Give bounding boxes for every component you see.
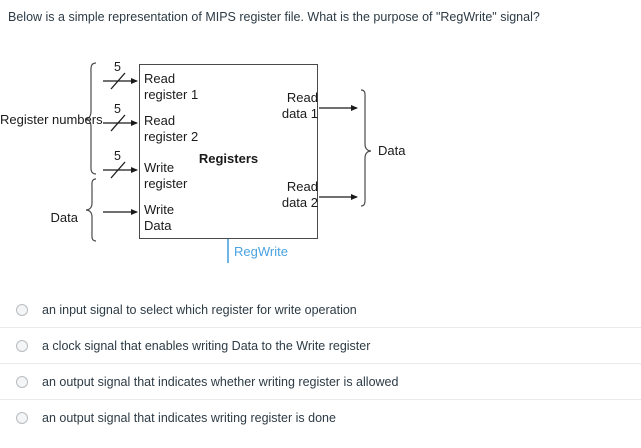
radio-button-icon-1[interactable]	[16, 303, 28, 316]
port-write-data-line1: Write	[144, 202, 175, 217]
label-register-numbers: Register numbers	[0, 112, 103, 127]
port-write-data-line2: Data	[144, 218, 172, 233]
answer-option-3-label: an output signal that indicates whether …	[42, 374, 399, 389]
answer-option-1[interactable]: an input signal to select which register…	[0, 292, 641, 328]
port-read-register-1-line1: Read	[144, 71, 176, 86]
port-read-register-1-line2: register 1	[144, 87, 199, 102]
bus-width-read-register-1: 5	[114, 60, 121, 74]
port-read-data-2-line1: Read	[286, 179, 318, 194]
answer-option-3[interactable]: an output signal that indicates whether …	[0, 364, 641, 400]
registers-block	[139, 64, 318, 239]
answer-option-2[interactable]: a clock signal that enables writing Data…	[0, 328, 641, 364]
port-read-data-1-line2: data 1	[281, 106, 318, 121]
bus-width-read-register-2: 5	[114, 102, 121, 116]
port-read-register-2-line2: register 2	[144, 129, 199, 144]
port-read-data-2-line2: data 2	[281, 195, 318, 210]
radio-button-icon-4[interactable]	[16, 411, 28, 424]
diagram-wires	[84, 62, 372, 263]
port-read-register-2-line1: Read	[144, 113, 176, 128]
radio-button-icon-2[interactable]	[16, 339, 28, 352]
port-write-register-line2: register	[144, 176, 188, 191]
answer-options-list: an input signal to select which register…	[0, 292, 641, 435]
port-write-register-line1: Write	[144, 160, 175, 175]
mips-register-file-diagram: 5 5 5 Read register 1 Read register 2 Wr…	[0, 48, 641, 273]
regwrite-signal-label: RegWrite	[234, 244, 288, 259]
label-data-input: Data	[50, 210, 78, 225]
question-prompt: Below is a simple representation of MIPS…	[8, 10, 540, 24]
radio-button-icon-3[interactable]	[16, 375, 28, 388]
answer-option-2-label: a clock signal that enables writing Data…	[42, 338, 371, 353]
label-data-output: Data	[378, 143, 406, 158]
port-read-data-1-line1: Read	[286, 90, 318, 105]
bus-width-write-register: 5	[114, 149, 121, 163]
answer-option-4-label: an output signal that indicates writing …	[42, 410, 336, 425]
answer-option-1-label: an input signal to select which register…	[42, 302, 357, 317]
registers-block-title: Registers	[198, 151, 259, 166]
answer-option-4[interactable]: an output signal that indicates writing …	[0, 400, 641, 435]
